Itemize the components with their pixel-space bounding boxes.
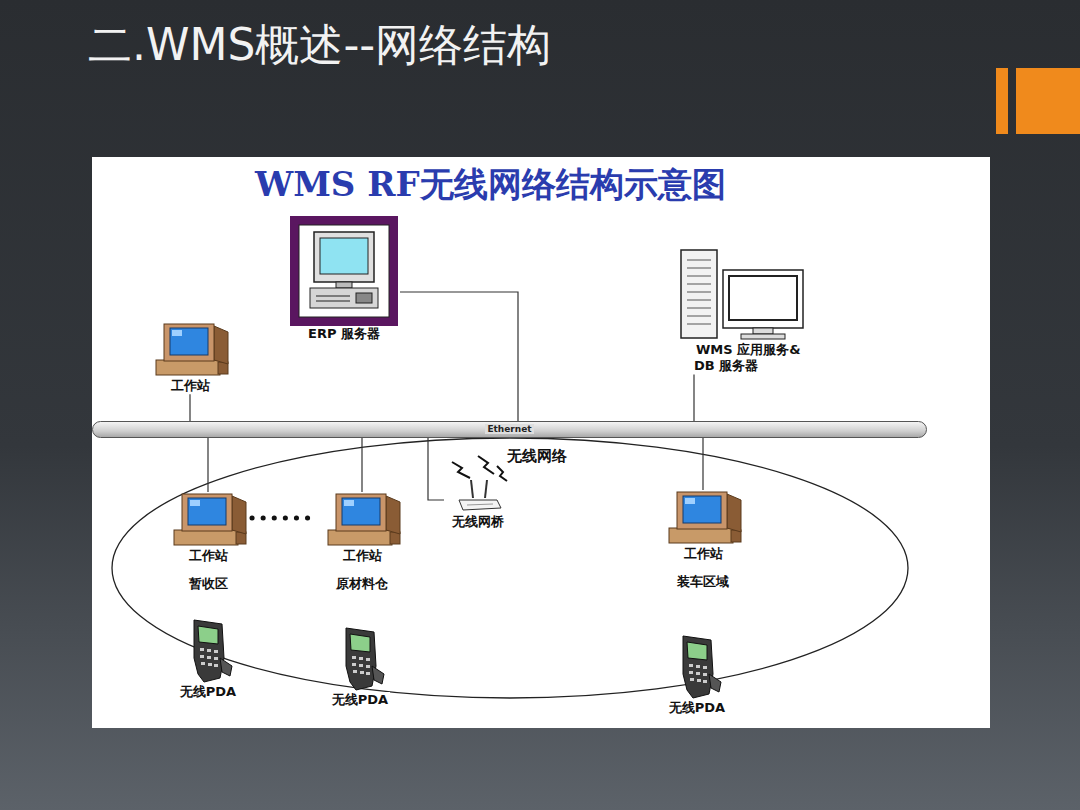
node-label: Ethernet bbox=[93, 422, 926, 437]
icon bbox=[140, 322, 240, 378]
label-text: WMS 应用服务& DB 服务器 bbox=[694, 342, 801, 373]
icon bbox=[318, 626, 402, 692]
accent-bar bbox=[1016, 68, 1080, 134]
label-text: 原材料仓 bbox=[334, 576, 390, 591]
erp-server: ERP 服务器 bbox=[288, 216, 400, 342]
label-text: 工作站 bbox=[341, 548, 384, 563]
wms-db-server: WMS 应用服务& DB 服务器 bbox=[666, 248, 816, 375]
node-label: 工作站 bbox=[158, 548, 258, 564]
workstation-icon bbox=[148, 322, 232, 378]
icon bbox=[312, 492, 412, 548]
icon bbox=[288, 216, 400, 326]
network-cable bbox=[189, 394, 190, 421]
icon bbox=[158, 492, 258, 548]
bridge-icon bbox=[453, 478, 503, 514]
label-text: 无线PDA bbox=[667, 700, 727, 715]
label-text: 装车区域 bbox=[675, 574, 731, 589]
area-label: 原材料仓 bbox=[312, 576, 412, 592]
workstation: 工作站装车区域 bbox=[648, 490, 758, 591]
wireless-pda: 无线PDA bbox=[655, 634, 739, 716]
label-text: Ethernet bbox=[485, 424, 533, 434]
label-text: 暂收区 bbox=[187, 576, 230, 591]
workstation: 工作站原材料仓 bbox=[312, 492, 412, 593]
label-text: 工作站 bbox=[187, 548, 230, 563]
label-text: 工作站 bbox=[682, 546, 725, 561]
ethernet-bus: Ethernet bbox=[92, 421, 927, 438]
white-panel bbox=[92, 157, 990, 728]
node-label: WMS 应用服务& DB 服务器 bbox=[666, 342, 816, 375]
wireless-pda: 无线PDA bbox=[318, 626, 402, 708]
wireless-pda: 无线PDA bbox=[166, 618, 250, 700]
wireless-area bbox=[112, 438, 908, 698]
icon bbox=[166, 618, 250, 684]
node-label: 工作站 bbox=[140, 378, 240, 394]
wireless-label: 无线网络 bbox=[505, 447, 569, 466]
network-cable bbox=[693, 375, 694, 422]
icon bbox=[655, 634, 739, 700]
network-cable bbox=[428, 438, 444, 500]
label-text: 无线网桥 bbox=[450, 514, 506, 529]
accent-bar bbox=[996, 68, 1008, 134]
node-label: 工作站 bbox=[312, 548, 412, 564]
node-label: 工作站 bbox=[648, 546, 758, 562]
workstation: 工作站暂收区 bbox=[158, 492, 258, 593]
label-text: 无线PDA bbox=[330, 692, 390, 707]
icon bbox=[648, 490, 758, 546]
icon bbox=[666, 248, 816, 342]
workstation-icon bbox=[320, 492, 404, 548]
workstation-icon bbox=[166, 492, 250, 548]
erp-server-icon bbox=[290, 216, 398, 326]
pda-icon bbox=[332, 626, 388, 692]
network-cable bbox=[400, 292, 518, 421]
area-label: 暂收区 bbox=[158, 576, 258, 592]
pda-icon bbox=[669, 634, 725, 700]
network-cable bbox=[361, 438, 362, 492]
diagram-title: WMS RF无线网络结构示意图 bbox=[255, 162, 726, 208]
network-cable bbox=[702, 438, 703, 490]
label-text: 无线PDA bbox=[178, 684, 238, 699]
node-label: ERP 服务器 bbox=[288, 326, 400, 342]
node-label: 无线PDA bbox=[166, 684, 250, 700]
slide-title: 二.WMS概述--网络结构 bbox=[88, 16, 551, 75]
label-text: 工作站 bbox=[169, 378, 212, 393]
node-label: 无线网桥 bbox=[436, 514, 520, 530]
area-label: 装车区域 bbox=[648, 574, 758, 590]
pda-icon bbox=[180, 618, 236, 684]
node-label: 无线PDA bbox=[318, 692, 402, 708]
wireless-bridge: 无线网桥 bbox=[436, 478, 520, 530]
node-label: 无线PDA bbox=[655, 700, 739, 716]
workstation: 工作站 bbox=[140, 322, 240, 394]
radio-waves bbox=[452, 456, 507, 481]
network-cable bbox=[207, 438, 208, 492]
wms-server-icon bbox=[671, 248, 811, 342]
icon bbox=[436, 478, 520, 514]
dotted-connector bbox=[252, 516, 318, 521]
label-text: ERP 服务器 bbox=[306, 326, 382, 341]
workstation-icon bbox=[661, 490, 745, 546]
